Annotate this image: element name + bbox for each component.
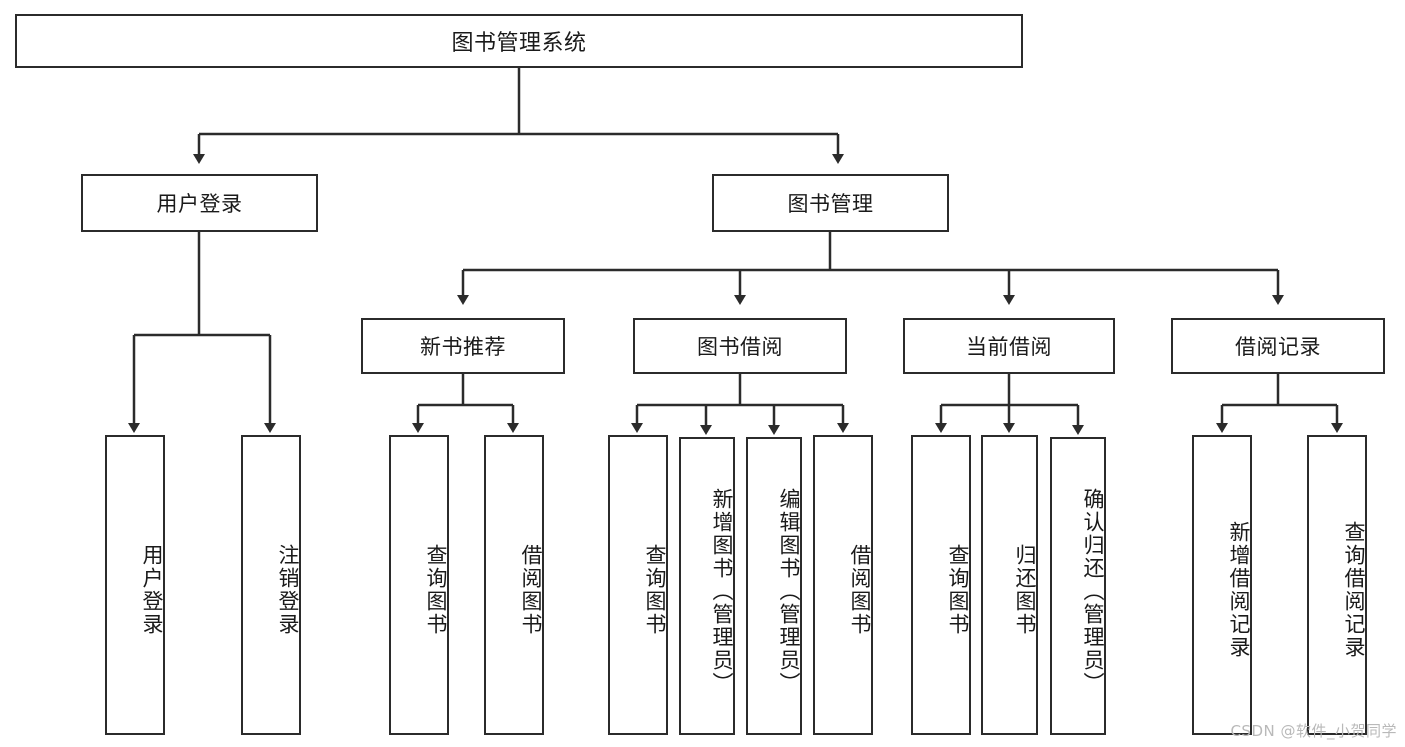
leaf-borrow-borrow-book-label: 借阅图书	[848, 544, 872, 636]
leaf-current-return-book-label: 归还图书	[1013, 544, 1037, 636]
node-root-label: 图书管理系统	[451, 31, 587, 56]
leaf-new-book-borrow-label: 借阅图书	[519, 544, 543, 636]
leaf-borrow-query-book-label: 查询图书	[643, 544, 667, 636]
node-book-manage-module-label: 图书管理	[787, 192, 874, 216]
leaf-borrow-add-book-label: 新增图书（管理员）	[710, 487, 734, 695]
node-borrow-record[interactable]: 借阅记录	[1171, 318, 1385, 374]
leaf-current-confirm-return-label: 确认归还（管理员）	[1081, 487, 1105, 695]
leaf-record-add-label: 新增借阅记录	[1227, 521, 1251, 659]
node-user-login-module[interactable]: 用户登录	[81, 174, 318, 232]
leaf-current-confirm-return[interactable]: 确认归还（管理员）	[1050, 437, 1106, 735]
leaf-record-query[interactable]: 查询借阅记录	[1307, 435, 1367, 735]
leaf-borrow-edit-book-label: 编辑图书（管理员）	[777, 487, 801, 695]
leaf-user-logout[interactable]: 注销登录	[241, 435, 301, 735]
leaf-current-query-book[interactable]: 查询图书	[911, 435, 971, 735]
leaf-current-return-book[interactable]: 归还图书	[981, 435, 1038, 735]
leaf-new-book-query[interactable]: 查询图书	[389, 435, 449, 735]
node-borrow-record-label: 借阅记录	[1235, 335, 1321, 359]
leaf-user-login-label: 用户登录	[140, 544, 164, 636]
leaf-borrow-add-book[interactable]: 新增图书（管理员）	[679, 437, 735, 735]
node-new-book-recommend-label: 新书推荐	[420, 335, 506, 359]
leaf-record-query-label: 查询借阅记录	[1342, 521, 1366, 659]
node-new-book-recommend[interactable]: 新书推荐	[361, 318, 565, 374]
node-book-manage-module[interactable]: 图书管理	[712, 174, 949, 232]
leaf-borrow-borrow-book[interactable]: 借阅图书	[813, 435, 873, 735]
leaf-current-query-book-label: 查询图书	[946, 544, 970, 636]
node-book-borrow[interactable]: 图书借阅	[633, 318, 847, 374]
node-root-system[interactable]: 图书管理系统	[15, 14, 1023, 68]
leaf-user-logout-label: 注销登录	[276, 544, 300, 636]
leaf-new-book-borrow[interactable]: 借阅图书	[484, 435, 544, 735]
node-user-login-module-label: 用户登录	[156, 192, 243, 216]
node-current-borrow[interactable]: 当前借阅	[903, 318, 1115, 374]
node-book-borrow-label: 图书借阅	[697, 335, 783, 359]
leaf-record-add[interactable]: 新增借阅记录	[1192, 435, 1252, 735]
leaf-new-book-query-label: 查询图书	[424, 544, 448, 636]
csdn-watermark: CSDN @软件_小贺同学	[1230, 722, 1397, 740]
leaf-borrow-query-book[interactable]: 查询图书	[608, 435, 668, 735]
leaf-user-login[interactable]: 用户登录	[105, 435, 165, 735]
node-current-borrow-label: 当前借阅	[966, 335, 1052, 359]
leaf-borrow-edit-book[interactable]: 编辑图书（管理员）	[746, 437, 802, 735]
